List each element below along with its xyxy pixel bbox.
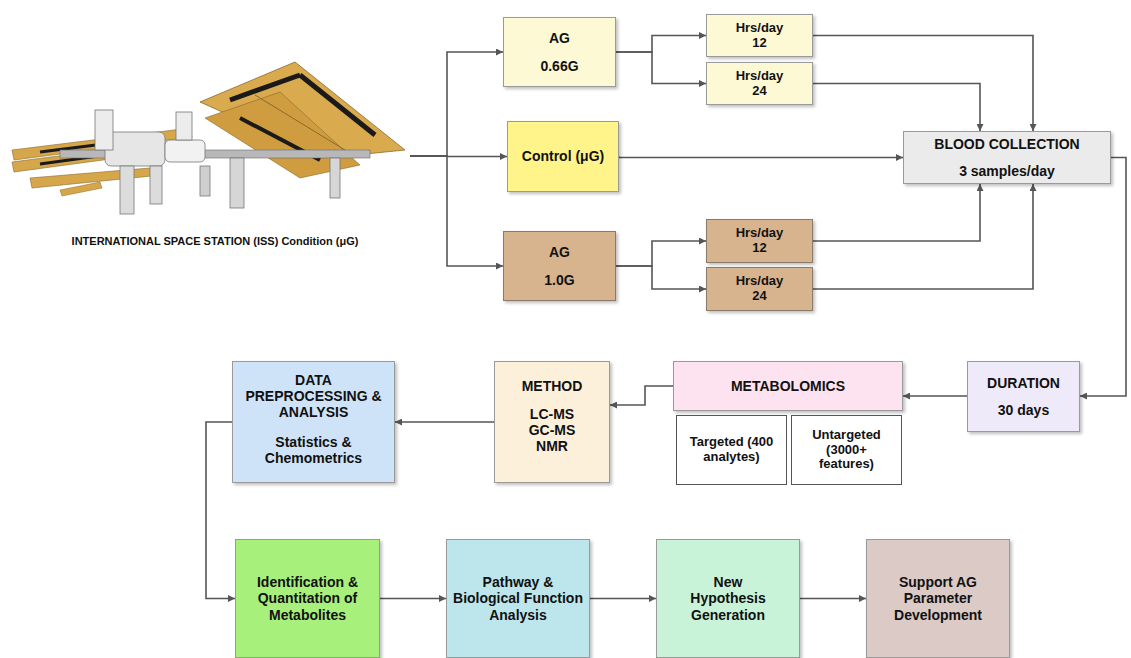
box-text: LC-MS GC-MS NMR (521, 406, 583, 454)
exposure-box: Hrs/day 24 (706, 62, 813, 105)
box-text: AG (549, 30, 570, 46)
connector-arrow (616, 266, 706, 289)
connector-arrow (610, 386, 673, 405)
station-caption: INTERNATIONAL SPACE STATION (ISS) Condit… (20, 20, 410, 250)
method-box: METHOD LC-MS GC-MS NMR (494, 361, 610, 483)
box-text: DURATION (987, 375, 1060, 391)
connector-arrow (380, 598, 446, 600)
box-text: 30 days (998, 402, 1049, 418)
exposure-box: Hrs/day 12 (706, 219, 813, 263)
result-box: Support AG Parameter Development (866, 539, 1010, 658)
connector-arrow (903, 395, 967, 397)
connector-arrow (800, 598, 866, 600)
box-text: AG (549, 244, 570, 260)
box-text: METHOD (522, 378, 583, 394)
box-text: Identification & Quantitation of Metabol… (249, 574, 367, 622)
box-text: Pathway & Biological Function Analysis (453, 574, 583, 622)
box-text: DATA PREPROCESSING & ANALYSIS (237, 372, 390, 420)
result-box: New Hypothesis Generation (656, 539, 800, 658)
box-text: Support AG Parameter Development (888, 574, 988, 622)
exposure-box: Hrs/day 24 (706, 267, 813, 311)
exposure-box: Hrs/day 12 (706, 14, 813, 57)
box-text: Hrs/day 24 (736, 69, 784, 99)
collection-box: BLOOD COLLECTION 3 samples/day (903, 131, 1111, 184)
connector-arrow (395, 421, 494, 423)
box-text: 3 samples/day (959, 163, 1055, 179)
connector-arrow (590, 598, 656, 600)
connector-arrow (813, 36, 1033, 132)
box-text: Targeted (400 analytes) (682, 435, 782, 465)
box-text: Hrs/day 12 (736, 226, 784, 256)
connector-arrow (619, 157, 903, 158)
control-box: Control (μG) (507, 121, 619, 192)
analysis-box: METABOLOMICS (673, 361, 903, 411)
box-text: Untargeted (3000+ features) (812, 428, 881, 473)
box-text: New Hypothesis Generation (683, 574, 773, 622)
condition-box: AG 0.66G (503, 17, 616, 87)
analysis-box: DATA PREPROCESSING & ANALYSIS Statistics … (232, 361, 395, 483)
condition-box: AG 1.0G (503, 231, 616, 301)
box-text: METABOLOMICS (731, 378, 845, 394)
connector-arrow (410, 52, 503, 156)
connector-arrow (206, 422, 235, 599)
connector-arrow (616, 36, 706, 53)
approach-box: Targeted (400 analytes) (676, 415, 787, 485)
box-text: 0.66G (540, 58, 578, 74)
connector-arrow (616, 52, 706, 84)
connector-arrow (1080, 158, 1126, 397)
connector-arrow (813, 84, 980, 132)
box-text: Statistics & Chemometrics (265, 434, 362, 466)
box-text: 1.0G (544, 272, 574, 288)
space-station-illustration (12, 62, 405, 214)
result-box: Pathway & Biological Function Analysis (446, 539, 590, 658)
connector-arrow (616, 241, 706, 266)
box-text: Control (μG) (522, 148, 604, 164)
result-box: Identification & Quantitation of Metabol… (235, 539, 380, 658)
box-text: Hrs/day 24 (736, 274, 784, 304)
approach-box: Untargeted (3000+ features) (791, 415, 902, 485)
duration-box: DURATION 30 days (967, 361, 1080, 432)
connector-arrow (813, 184, 980, 241)
box-text: Hrs/day 12 (736, 21, 784, 51)
box-text: BLOOD COLLECTION (934, 136, 1079, 152)
connector-arrow (813, 184, 1033, 289)
box-text: INTERNATIONAL SPACE STATION (ISS) Condit… (72, 235, 359, 248)
connector-arrow (410, 156, 503, 266)
